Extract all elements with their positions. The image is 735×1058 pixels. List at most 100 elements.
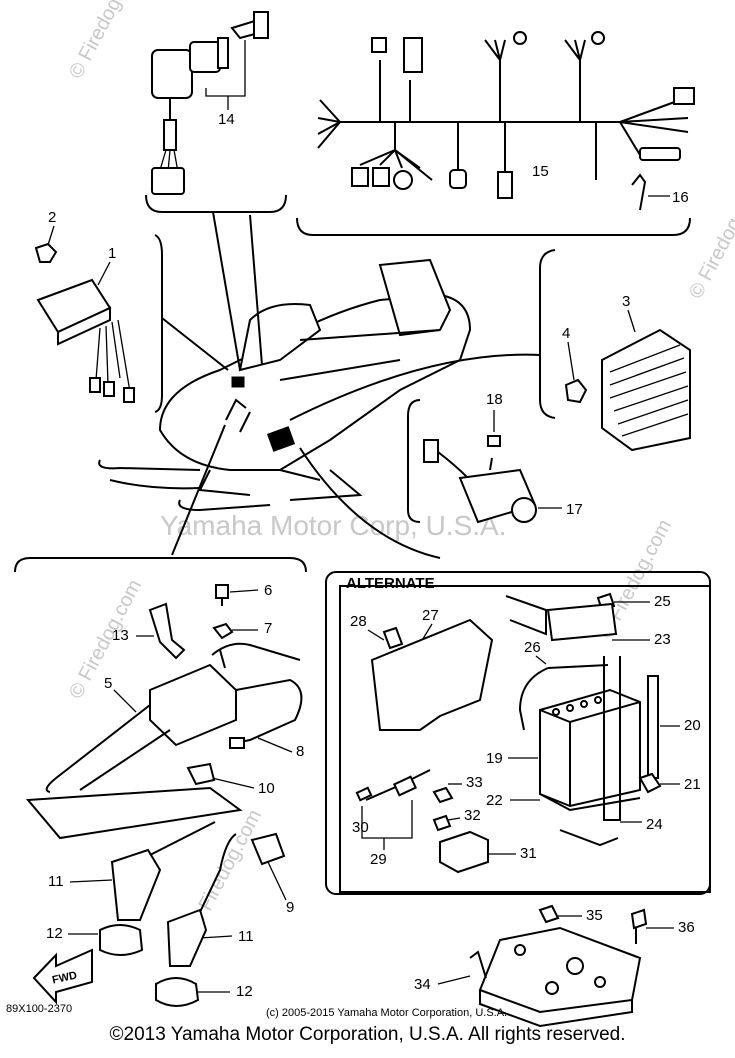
callout-11a-leader	[69, 879, 113, 883]
callout-9: 9	[286, 899, 294, 916]
callout-4: 4	[562, 325, 570, 342]
callout-34-leader	[437, 975, 471, 985]
callout-29-bracket	[361, 800, 413, 839]
callout-6: 6	[264, 582, 272, 599]
callout-26: 26	[524, 639, 541, 656]
alternate-title: ALTERNATE	[346, 575, 435, 592]
callout-30: 30	[352, 819, 369, 836]
snowmobile-illustration	[98, 258, 472, 512]
callout-34: 34	[414, 976, 431, 993]
callout-21: 21	[684, 776, 701, 793]
bolt-6	[215, 584, 229, 606]
cable-26	[518, 664, 609, 731]
callout-13: 13	[112, 627, 129, 644]
clamp-13	[148, 602, 186, 660]
boot-12b	[155, 977, 200, 1007]
footer-copyright: ©2013 Yamaha Motor Corporation, U.S.A. A…	[109, 1024, 626, 1045]
leader-cdi-to-body	[161, 317, 229, 371]
watermark-site-1: © Firedog.com	[65, 0, 146, 82]
callout-20: 20	[684, 717, 701, 734]
fuse-holder-29	[355, 769, 431, 802]
cdi-unit	[36, 278, 135, 403]
fwd-label: FWD	[51, 970, 78, 987]
bolt-28	[382, 626, 404, 650]
callout-14: 14	[218, 111, 235, 128]
callout-11b-leader	[199, 935, 233, 939]
callout-32: 32	[464, 807, 481, 824]
callout-36: 36	[678, 919, 695, 936]
callout-3: 3	[622, 293, 630, 310]
callout-14-bracket	[205, 40, 246, 97]
alternate-inner-box	[339, 585, 711, 893]
callout-33: 33	[466, 774, 483, 791]
cap-18	[487, 435, 501, 447]
callout-6-leader	[229, 589, 259, 593]
callout-26-leader	[535, 655, 547, 665]
clamp-9	[250, 832, 286, 866]
callout-27: 27	[422, 607, 439, 624]
mount-bracket-34	[469, 926, 642, 1028]
battery-19	[539, 688, 641, 808]
wire-harness	[317, 31, 695, 211]
starter-relay	[423, 439, 537, 524]
key-switch-bracket	[145, 194, 287, 213]
callout-29: 29	[370, 851, 387, 868]
plate-outline	[505, 595, 547, 636]
boot-12a	[99, 924, 144, 956]
watermark-site-2: © Firedog.com	[685, 176, 735, 302]
strap-24	[603, 656, 621, 821]
callout-7: 7	[264, 620, 272, 637]
callout-31: 31	[520, 845, 537, 862]
callout-18: 18	[486, 391, 503, 408]
part-code: 89X100-2370	[6, 1003, 72, 1015]
callout-5: 5	[104, 675, 112, 692]
bracket-23	[546, 602, 618, 642]
coil-bracket	[14, 557, 307, 573]
battery-cover-27	[370, 618, 494, 731]
callout-19: 19	[486, 750, 503, 767]
leader-key-to-body	[249, 214, 263, 366]
callout-8-leader	[257, 737, 293, 753]
tray-22	[539, 793, 641, 847]
leader-coil-to-body	[171, 424, 226, 556]
regulator-bracket	[539, 249, 556, 419]
nut-21	[638, 772, 662, 794]
callout-9-leader	[267, 861, 287, 901]
callout-12b: 12	[236, 983, 253, 1000]
rod-20	[647, 675, 659, 779]
callout-28-leader	[367, 629, 385, 641]
starter-bracket	[407, 399, 421, 523]
callout-1: 1	[108, 245, 116, 262]
voltage-regulator	[601, 328, 691, 452]
callout-24: 24	[646, 816, 663, 833]
callout-16: 16	[672, 189, 689, 206]
small-copyright: (c) 2005-2015 Yamaha Motor Corporation, …	[266, 1007, 507, 1019]
cdi-bracket	[154, 234, 163, 413]
fwd-arrow-icon: FWD	[32, 948, 93, 1005]
callout-15: 15	[532, 163, 549, 180]
callout-23: 23	[654, 631, 671, 648]
clamp-10	[186, 762, 216, 786]
ignition-coil	[45, 642, 303, 793]
key-switch	[151, 11, 269, 195]
callout-2-leader	[47, 225, 55, 246]
callout-11a: 11	[48, 873, 64, 890]
callout-5-leader	[113, 689, 137, 713]
plug-cap-1	[110, 821, 216, 921]
plug-cap-frame	[25, 786, 243, 840]
harness-bracket	[296, 217, 691, 236]
callout-1-leader	[97, 261, 111, 286]
callout-11b: 11	[238, 928, 254, 945]
bolt-2	[34, 242, 58, 263]
bolt-35	[538, 904, 560, 924]
nut-4	[564, 378, 588, 404]
callout-8: 8	[296, 743, 304, 760]
watermark-center: Yamaha Motor Corp, U.S.A.	[160, 510, 507, 541]
callout-2: 2	[48, 209, 56, 226]
callout-32-leader	[447, 817, 461, 821]
callout-10-leader	[211, 777, 255, 789]
callout-3-leader	[627, 309, 636, 333]
leader-regulator-to-body	[289, 353, 541, 421]
plug-cap-2	[166, 833, 237, 967]
